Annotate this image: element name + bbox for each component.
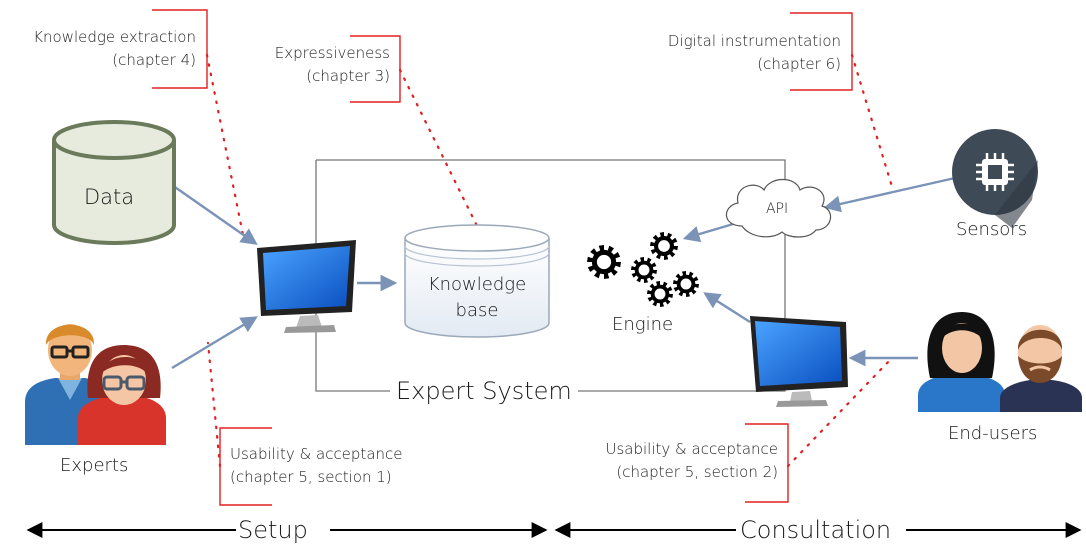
note-knowledge-extraction: Knowledge extraction (chapter 4)	[0, 26, 196, 72]
note-expressiveness-sub: (chapter 3)	[306, 67, 390, 85]
note-usability-consultation: Usability & acceptance (chapter 5, secti…	[560, 438, 779, 484]
engine-label: Engine	[612, 314, 674, 335]
note-usability-consultation-sub: (chapter 5, section 2)	[616, 463, 778, 481]
experts-label: Experts	[60, 455, 129, 476]
note-digital-instrumentation: Digital instrumentation (chapter 6)	[600, 30, 841, 76]
note-knowledge-extraction-sub: (chapter 4)	[112, 51, 196, 69]
experts-avatar-icon	[25, 324, 166, 445]
phase-consultation-label: Consultation	[740, 516, 892, 544]
end-users-avatar-icon	[918, 312, 1082, 412]
gear-hole	[658, 240, 670, 252]
monitor-consultation-icon	[750, 316, 848, 407]
expert-system-label: Expert System	[396, 377, 572, 405]
end-users-label: End-users	[948, 423, 1038, 444]
gear-hole	[680, 278, 692, 290]
api-label: API	[766, 201, 789, 217]
knowledge-base-label-line1: Knowledge	[427, 274, 527, 295]
gear-hole	[638, 264, 650, 276]
note-expressiveness: Expressiveness (chapter 3)	[220, 42, 390, 88]
note-usability-setup: Usability & acceptance (chapter 5, secti…	[230, 443, 440, 489]
dotted-connectors	[205, 53, 895, 468]
note-knowledge-extraction-title: Knowledge extraction	[33, 28, 196, 46]
monitor-setup-icon	[257, 240, 356, 333]
gear-hole	[596, 254, 612, 270]
knowledge-base-label-line2: base	[455, 300, 499, 321]
note-digital-instrumentation-title: Digital instrumentation	[667, 32, 841, 50]
note-expressiveness-title: Expressiveness	[274, 44, 390, 62]
knowledge-base-label: Knowledge base	[407, 272, 547, 324]
data-cylinder-icon	[52, 120, 176, 245]
engine-gears-icon	[587, 232, 699, 307]
note-usability-setup-title: Usability & acceptance	[230, 445, 403, 463]
note-digital-instrumentation-sub: (chapter 6)	[757, 55, 841, 73]
note-usability-setup-sub: (chapter 5, section 1)	[230, 468, 392, 486]
data-label: Data	[84, 185, 135, 209]
phase-setup-label: Setup	[238, 516, 308, 544]
api-cloud-icon	[725, 178, 832, 238]
knowledge-base-icon	[404, 224, 550, 338]
note-usability-consultation-title: Usability & acceptance	[605, 440, 779, 458]
flow-arrows	[171, 176, 956, 370]
sensors-label: Sensors	[956, 219, 1028, 240]
chip-icon	[952, 129, 1038, 228]
expert-system-frame	[315, 159, 786, 392]
gear-hole	[654, 288, 666, 300]
